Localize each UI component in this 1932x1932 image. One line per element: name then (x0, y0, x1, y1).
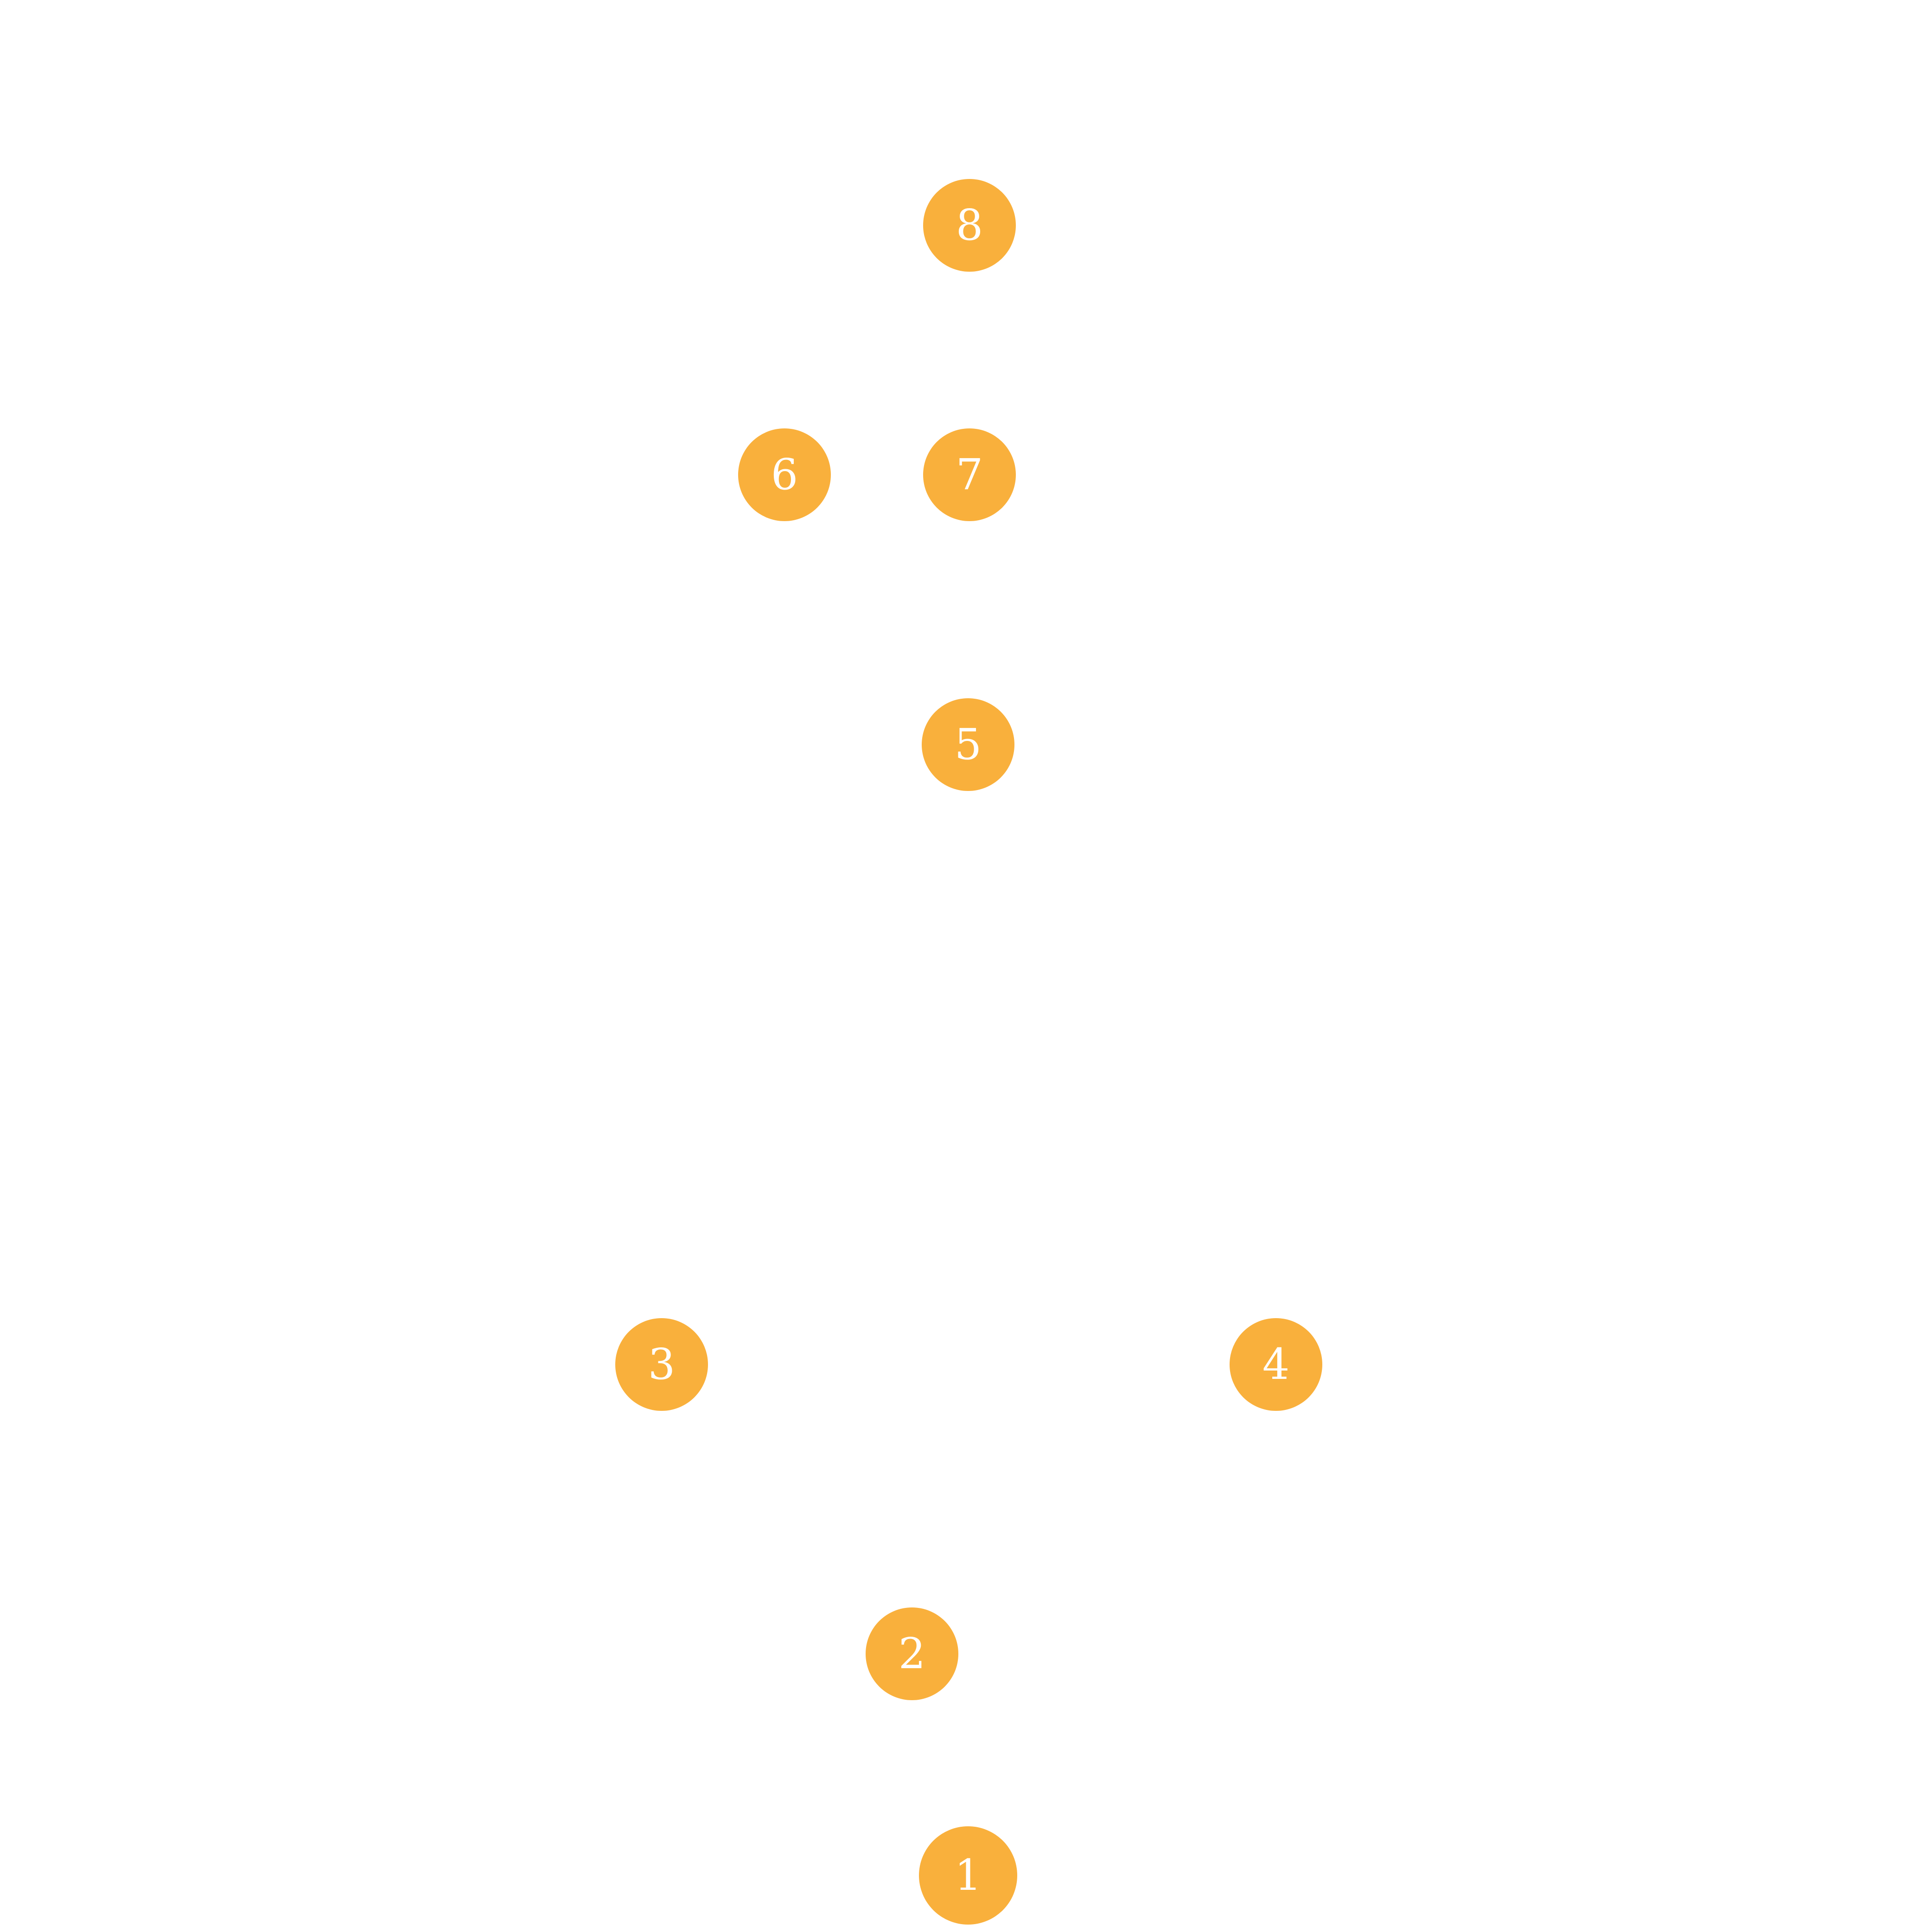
keypoint-marker-8: 8 (923, 179, 1016, 272)
keypoint-label-8: 8 (956, 200, 983, 250)
keypoint-label-1: 1 (954, 1850, 982, 1900)
keypoint-marker-5: 5 (922, 698, 1014, 791)
keypoint-marker-2: 2 (866, 1607, 958, 1700)
keypoint-marker-3: 3 (615, 1318, 708, 1411)
keypoint-label-5: 5 (954, 720, 982, 769)
keypoint-label-4: 4 (1262, 1339, 1290, 1389)
keypoint-label-7: 7 (956, 450, 983, 499)
keypoint-marker-7: 7 (923, 428, 1016, 521)
keypoint-marker-4: 4 (1230, 1318, 1322, 1411)
keypoint-label-2: 2 (898, 1629, 926, 1678)
keypoint-marker-6: 6 (738, 428, 831, 521)
keypoint-marker-1: 1 (919, 1826, 1017, 1925)
keypoint-label-6: 6 (771, 450, 798, 499)
keypoint-label-3: 3 (648, 1339, 676, 1389)
